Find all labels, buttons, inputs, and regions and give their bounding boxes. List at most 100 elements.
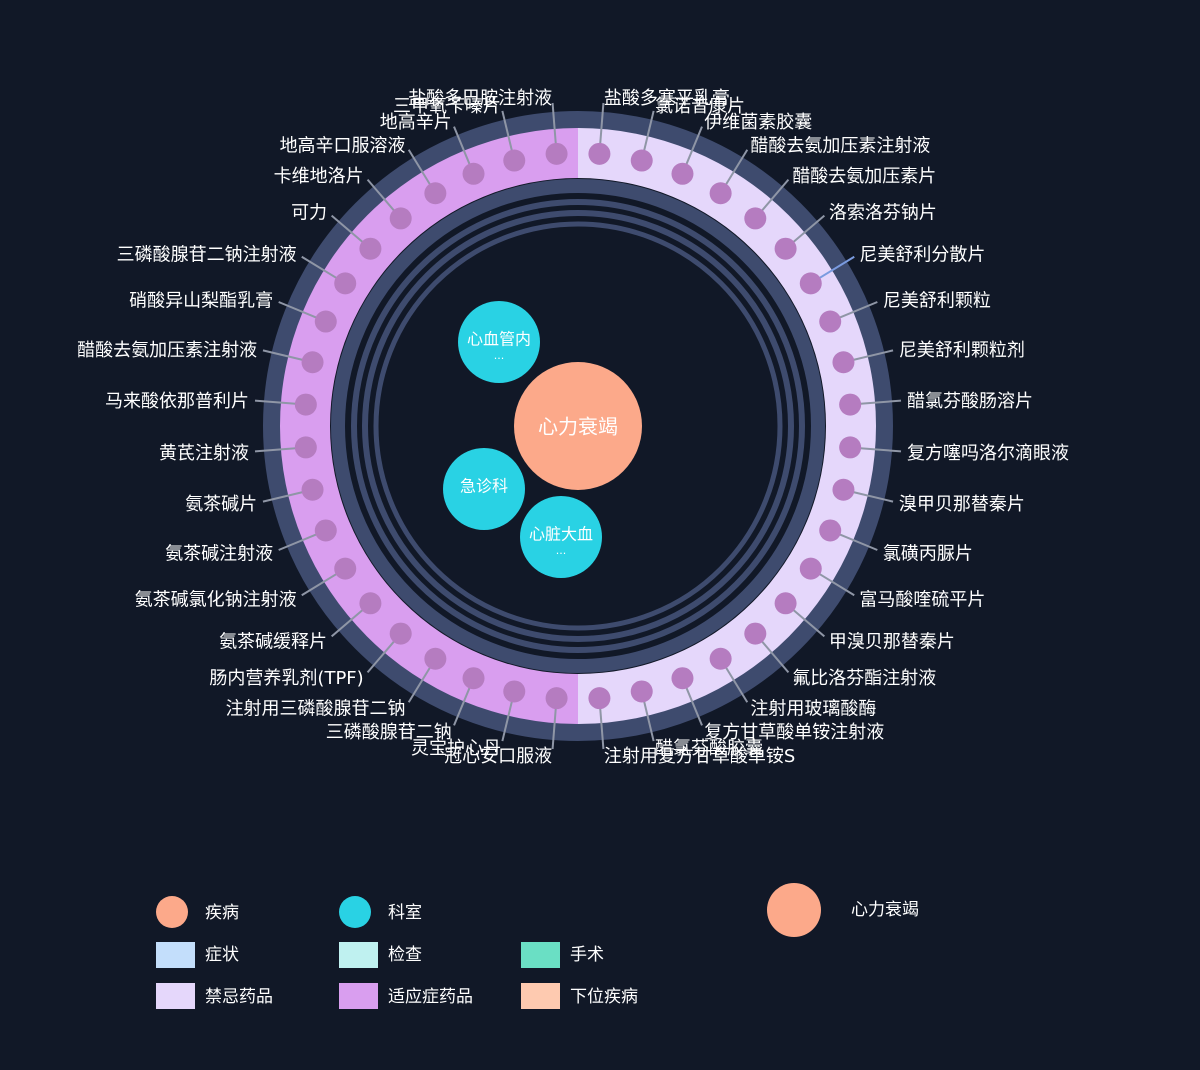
drug-node-label[interactable]: 洛索洛芬钠片 bbox=[829, 203, 937, 224]
drug-node-label[interactable]: 醋酸去氨加压素注射液 bbox=[77, 340, 257, 361]
legend-item-department[interactable]: 科室 bbox=[339, 896, 422, 928]
drug-node-dot[interactable] bbox=[545, 142, 568, 165]
drug-node-dot[interactable] bbox=[709, 647, 732, 670]
drug-node-label[interactable]: 氨茶碱注射液 bbox=[165, 543, 273, 564]
drug-node-label[interactable]: 灵宝护心丹 bbox=[411, 738, 501, 759]
drug-node-dot[interactable] bbox=[774, 237, 797, 260]
drug-node-dot[interactable] bbox=[744, 207, 767, 230]
drug-node-dot[interactable] bbox=[630, 149, 653, 172]
drug-node-dot[interactable] bbox=[819, 519, 842, 542]
drug-node-label[interactable]: 尼美舒利分散片 bbox=[859, 245, 985, 266]
drug-node-dot[interactable] bbox=[334, 557, 357, 580]
drug-node-dot[interactable] bbox=[774, 592, 797, 615]
drug-node-dot[interactable] bbox=[359, 237, 382, 260]
drug-node-label[interactable]: 肠内营养乳剂(TPF) bbox=[209, 668, 363, 689]
legend-item-surgery[interactable]: 手术 bbox=[521, 942, 604, 968]
drug-node-dot[interactable] bbox=[424, 647, 447, 670]
drug-node-label[interactable]: 复方甘草酸单铵注射液 bbox=[704, 722, 884, 743]
drug-node-dot[interactable] bbox=[819, 310, 842, 333]
drug-node-dot[interactable] bbox=[630, 680, 653, 703]
drug-node-dot[interactable] bbox=[832, 478, 855, 501]
drug-node-dot[interactable] bbox=[832, 351, 855, 374]
drug-node-dot[interactable] bbox=[839, 436, 862, 459]
drug-node-dot[interactable] bbox=[744, 622, 767, 645]
drug-node-label[interactable]: 尼美舒利颗粒 bbox=[883, 291, 991, 312]
drug-node-label[interactable]: 盐酸多塞平乳膏 bbox=[604, 87, 730, 109]
legend-item-contraindicated-drug[interactable]: 禁忌药品 bbox=[156, 983, 273, 1009]
drug-node-dot[interactable] bbox=[503, 680, 526, 703]
drug-node-label[interactable]: 醋酸去氨加压素注射液 bbox=[750, 136, 930, 157]
drug-node-dot[interactable] bbox=[462, 667, 485, 690]
drug-node-dot[interactable] bbox=[503, 149, 526, 172]
legend-item-exam[interactable]: 检查 bbox=[339, 942, 422, 968]
drug-node-dot[interactable] bbox=[799, 272, 822, 295]
drug-node-label[interactable]: 卡维地洛片 bbox=[274, 166, 364, 187]
drug-node-dot[interactable] bbox=[334, 272, 357, 295]
drug-node-label[interactable]: 氯诺昔康片 bbox=[655, 96, 745, 117]
drug-node-dot[interactable] bbox=[671, 162, 694, 185]
drug-node-label[interactable]: 氨茶碱缓释片 bbox=[219, 631, 327, 652]
legend-selected-node[interactable]: 心力衰竭 bbox=[767, 883, 919, 937]
drug-node-dot[interactable] bbox=[294, 436, 317, 459]
drug-node-dot[interactable] bbox=[359, 592, 382, 615]
disease-node-circle[interactable] bbox=[514, 362, 642, 490]
drug-node-label[interactable]: 尼美舒利颗粒剂 bbox=[899, 340, 1025, 361]
drug-node-label[interactable]: 地高辛片 bbox=[380, 112, 452, 133]
drug-node-label[interactable]: 复方噻吗洛尔滴眼液 bbox=[907, 443, 1069, 464]
drug-node-label[interactable]: 氨茶碱片 bbox=[185, 494, 257, 515]
drug-node-label[interactable]: 三甲氧苄嗪片 bbox=[393, 96, 501, 117]
drug-link-line bbox=[254, 399, 299, 406]
drug-node-label[interactable]: 醋氯芬酸胶囊 bbox=[655, 738, 763, 759]
drug-node-dot[interactable] bbox=[588, 687, 611, 710]
drug-node-label[interactable]: 氯磺丙脲片 bbox=[883, 543, 973, 564]
drug-node-label[interactable]: 注射用三磷酸腺苷二钠 bbox=[226, 698, 406, 719]
drug-node-label[interactable]: 硝酸异山梨酯乳膏 bbox=[129, 290, 273, 312]
drug-node-label[interactable]: 注射用复方甘草酸单铵S bbox=[604, 746, 795, 767]
department-node[interactable]: 心脏大血 ··· bbox=[520, 496, 602, 578]
legend-item-sub-disease[interactable]: 下位疾病 bbox=[521, 983, 638, 1009]
drug-node-dot[interactable] bbox=[671, 667, 694, 690]
drug-node-dot[interactable] bbox=[314, 310, 337, 333]
drug-node-label[interactable]: 冠心安口服液 bbox=[444, 746, 552, 767]
drug-node-label[interactable]: 三磷酸腺苷二钠 bbox=[326, 722, 452, 743]
drug-node-label[interactable]: 醋氯芬酸肠溶片 bbox=[907, 391, 1033, 412]
drug-node-label[interactable]: 甲溴贝那替秦片 bbox=[829, 631, 955, 652]
drug-node-dot[interactable] bbox=[588, 142, 611, 165]
drug-node-label[interactable]: 马来酸依那普利片 bbox=[105, 391, 249, 412]
drug-node-label[interactable]: 三磷酸腺苷二钠注射液 bbox=[117, 245, 297, 266]
drug-node-label[interactable]: 富马酸喹硫平片 bbox=[859, 589, 985, 610]
legend-item-indicated-drug[interactable]: 适应症药品 bbox=[339, 983, 473, 1009]
department-node[interactable]: 心血管内 ··· bbox=[458, 301, 540, 383]
drug-node-dot[interactable] bbox=[424, 182, 447, 205]
drug-node-dot[interactable] bbox=[545, 687, 568, 710]
drug-node-dot[interactable] bbox=[462, 162, 485, 185]
department-node[interactable]: 急诊科 bbox=[443, 448, 525, 530]
legend-swatch-indicated-drug bbox=[339, 983, 378, 1009]
drug-node-label[interactable]: 氟比洛芬酯注射液 bbox=[792, 668, 936, 689]
drug-node-label[interactable]: 醋酸去氨加压素片 bbox=[792, 166, 936, 187]
drug-node-dot[interactable] bbox=[389, 622, 412, 645]
drug-node-label[interactable]: 溴甲贝那替秦片 bbox=[899, 494, 1025, 515]
drug-node-dot[interactable] bbox=[301, 478, 324, 501]
legend-item-symptom[interactable]: 症状 bbox=[156, 942, 239, 968]
department-node-circle[interactable] bbox=[520, 496, 602, 578]
legend-item-disease[interactable]: 疾病 bbox=[156, 896, 239, 928]
drug-node-dot[interactable] bbox=[294, 393, 317, 416]
department-node-circle[interactable] bbox=[443, 448, 525, 530]
drug-node-dot[interactable] bbox=[839, 393, 862, 416]
drug-node-label[interactable]: 伊维菌素胶囊 bbox=[704, 112, 812, 133]
drug-node-dot[interactable] bbox=[314, 519, 337, 542]
drug-node-dot[interactable] bbox=[799, 557, 822, 580]
drug-node-label[interactable]: 黄芪注射液 bbox=[159, 443, 249, 464]
drug-node-label[interactable]: 注射用玻璃酸酶 bbox=[750, 698, 876, 719]
drug-node-dot[interactable] bbox=[709, 182, 732, 205]
drug-node-dot[interactable] bbox=[301, 351, 324, 374]
drug-node-label[interactable]: 可力 bbox=[291, 203, 327, 224]
drug-node-label[interactable]: 氨茶碱氯化钠注射液 bbox=[135, 589, 297, 610]
department-node-circle[interactable] bbox=[458, 301, 540, 383]
disease-node[interactable]: 心力衰竭 bbox=[514, 362, 642, 490]
drug-node-dot[interactable] bbox=[389, 207, 412, 230]
drug-node-label[interactable]: 盐酸多巴胺注射液 bbox=[408, 88, 552, 109]
drug-node-label[interactable]: 地高辛口服溶液 bbox=[280, 136, 406, 157]
